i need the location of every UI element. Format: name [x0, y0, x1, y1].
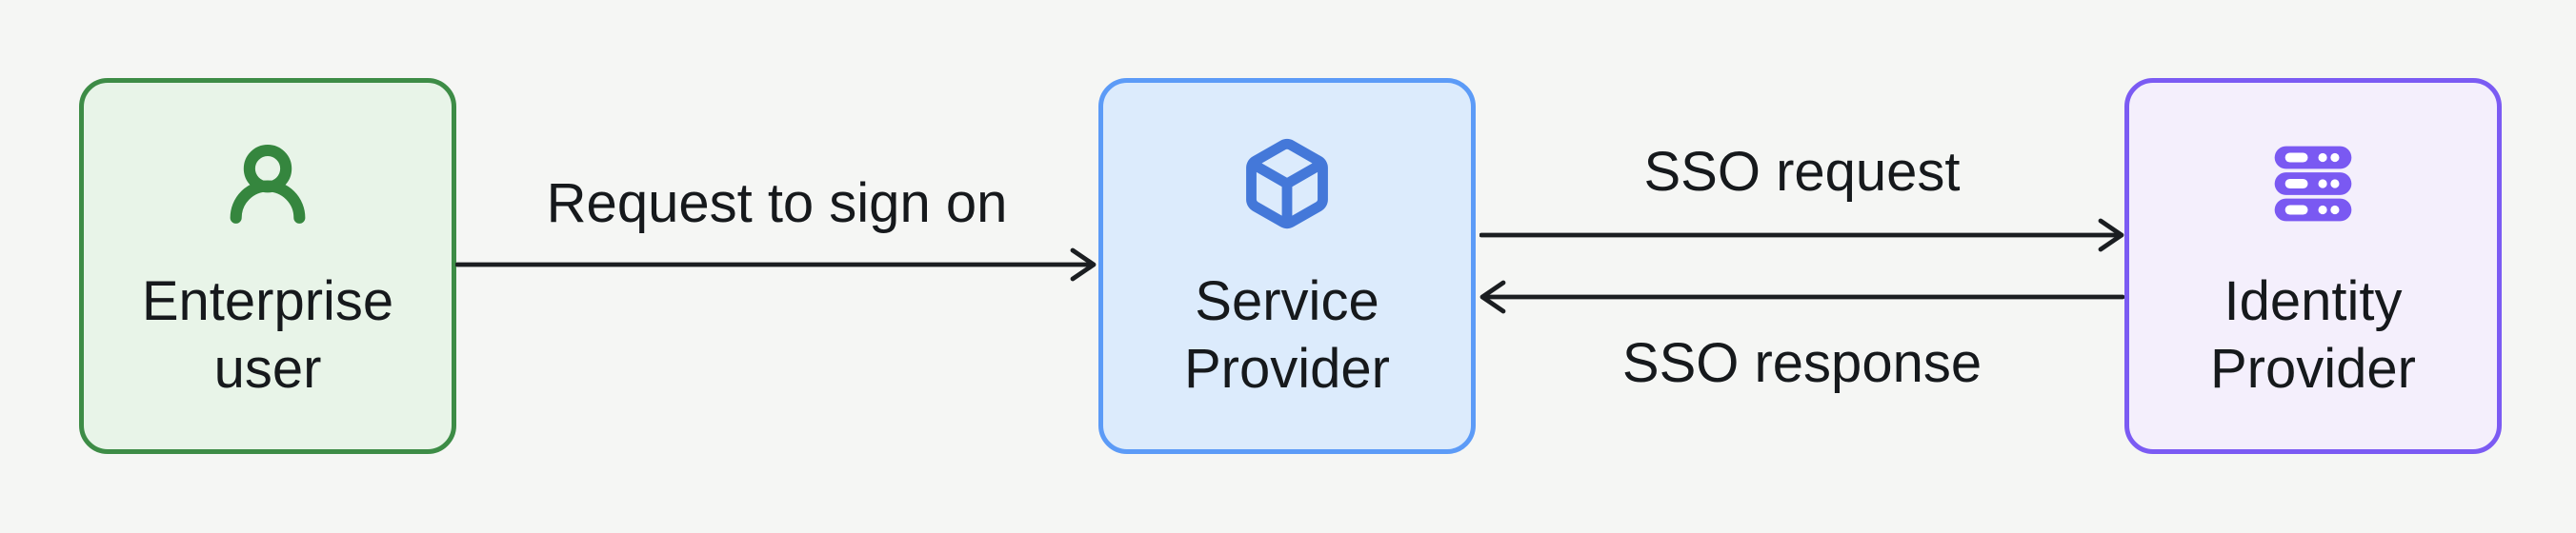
box-icon [1239, 136, 1335, 231]
arrow-sso-request [1479, 218, 2124, 252]
node-enterprise-user: Enterprise user [79, 78, 456, 454]
edge-label-request-to-sign-on: Request to sign on [546, 172, 1008, 234]
node-service-provider: Service Provider [1098, 78, 1476, 454]
edge-label-sso-response: SSO response [1621, 332, 1982, 394]
node-label-service-provider: Service Provider [1184, 270, 1390, 400]
node-label-identity-provider: Identity Provider [2210, 270, 2416, 400]
server-stack-icon [2265, 136, 2361, 231]
arrow-sso-response [1479, 280, 2124, 314]
edge-label-sso-request: SSO request [1643, 141, 1961, 203]
node-identity-provider: Identity Provider [2124, 78, 2502, 454]
user-icon [220, 136, 315, 231]
node-label-enterprise-user: Enterprise user [141, 270, 394, 400]
arrow-request-to-sign-on [455, 247, 1097, 282]
